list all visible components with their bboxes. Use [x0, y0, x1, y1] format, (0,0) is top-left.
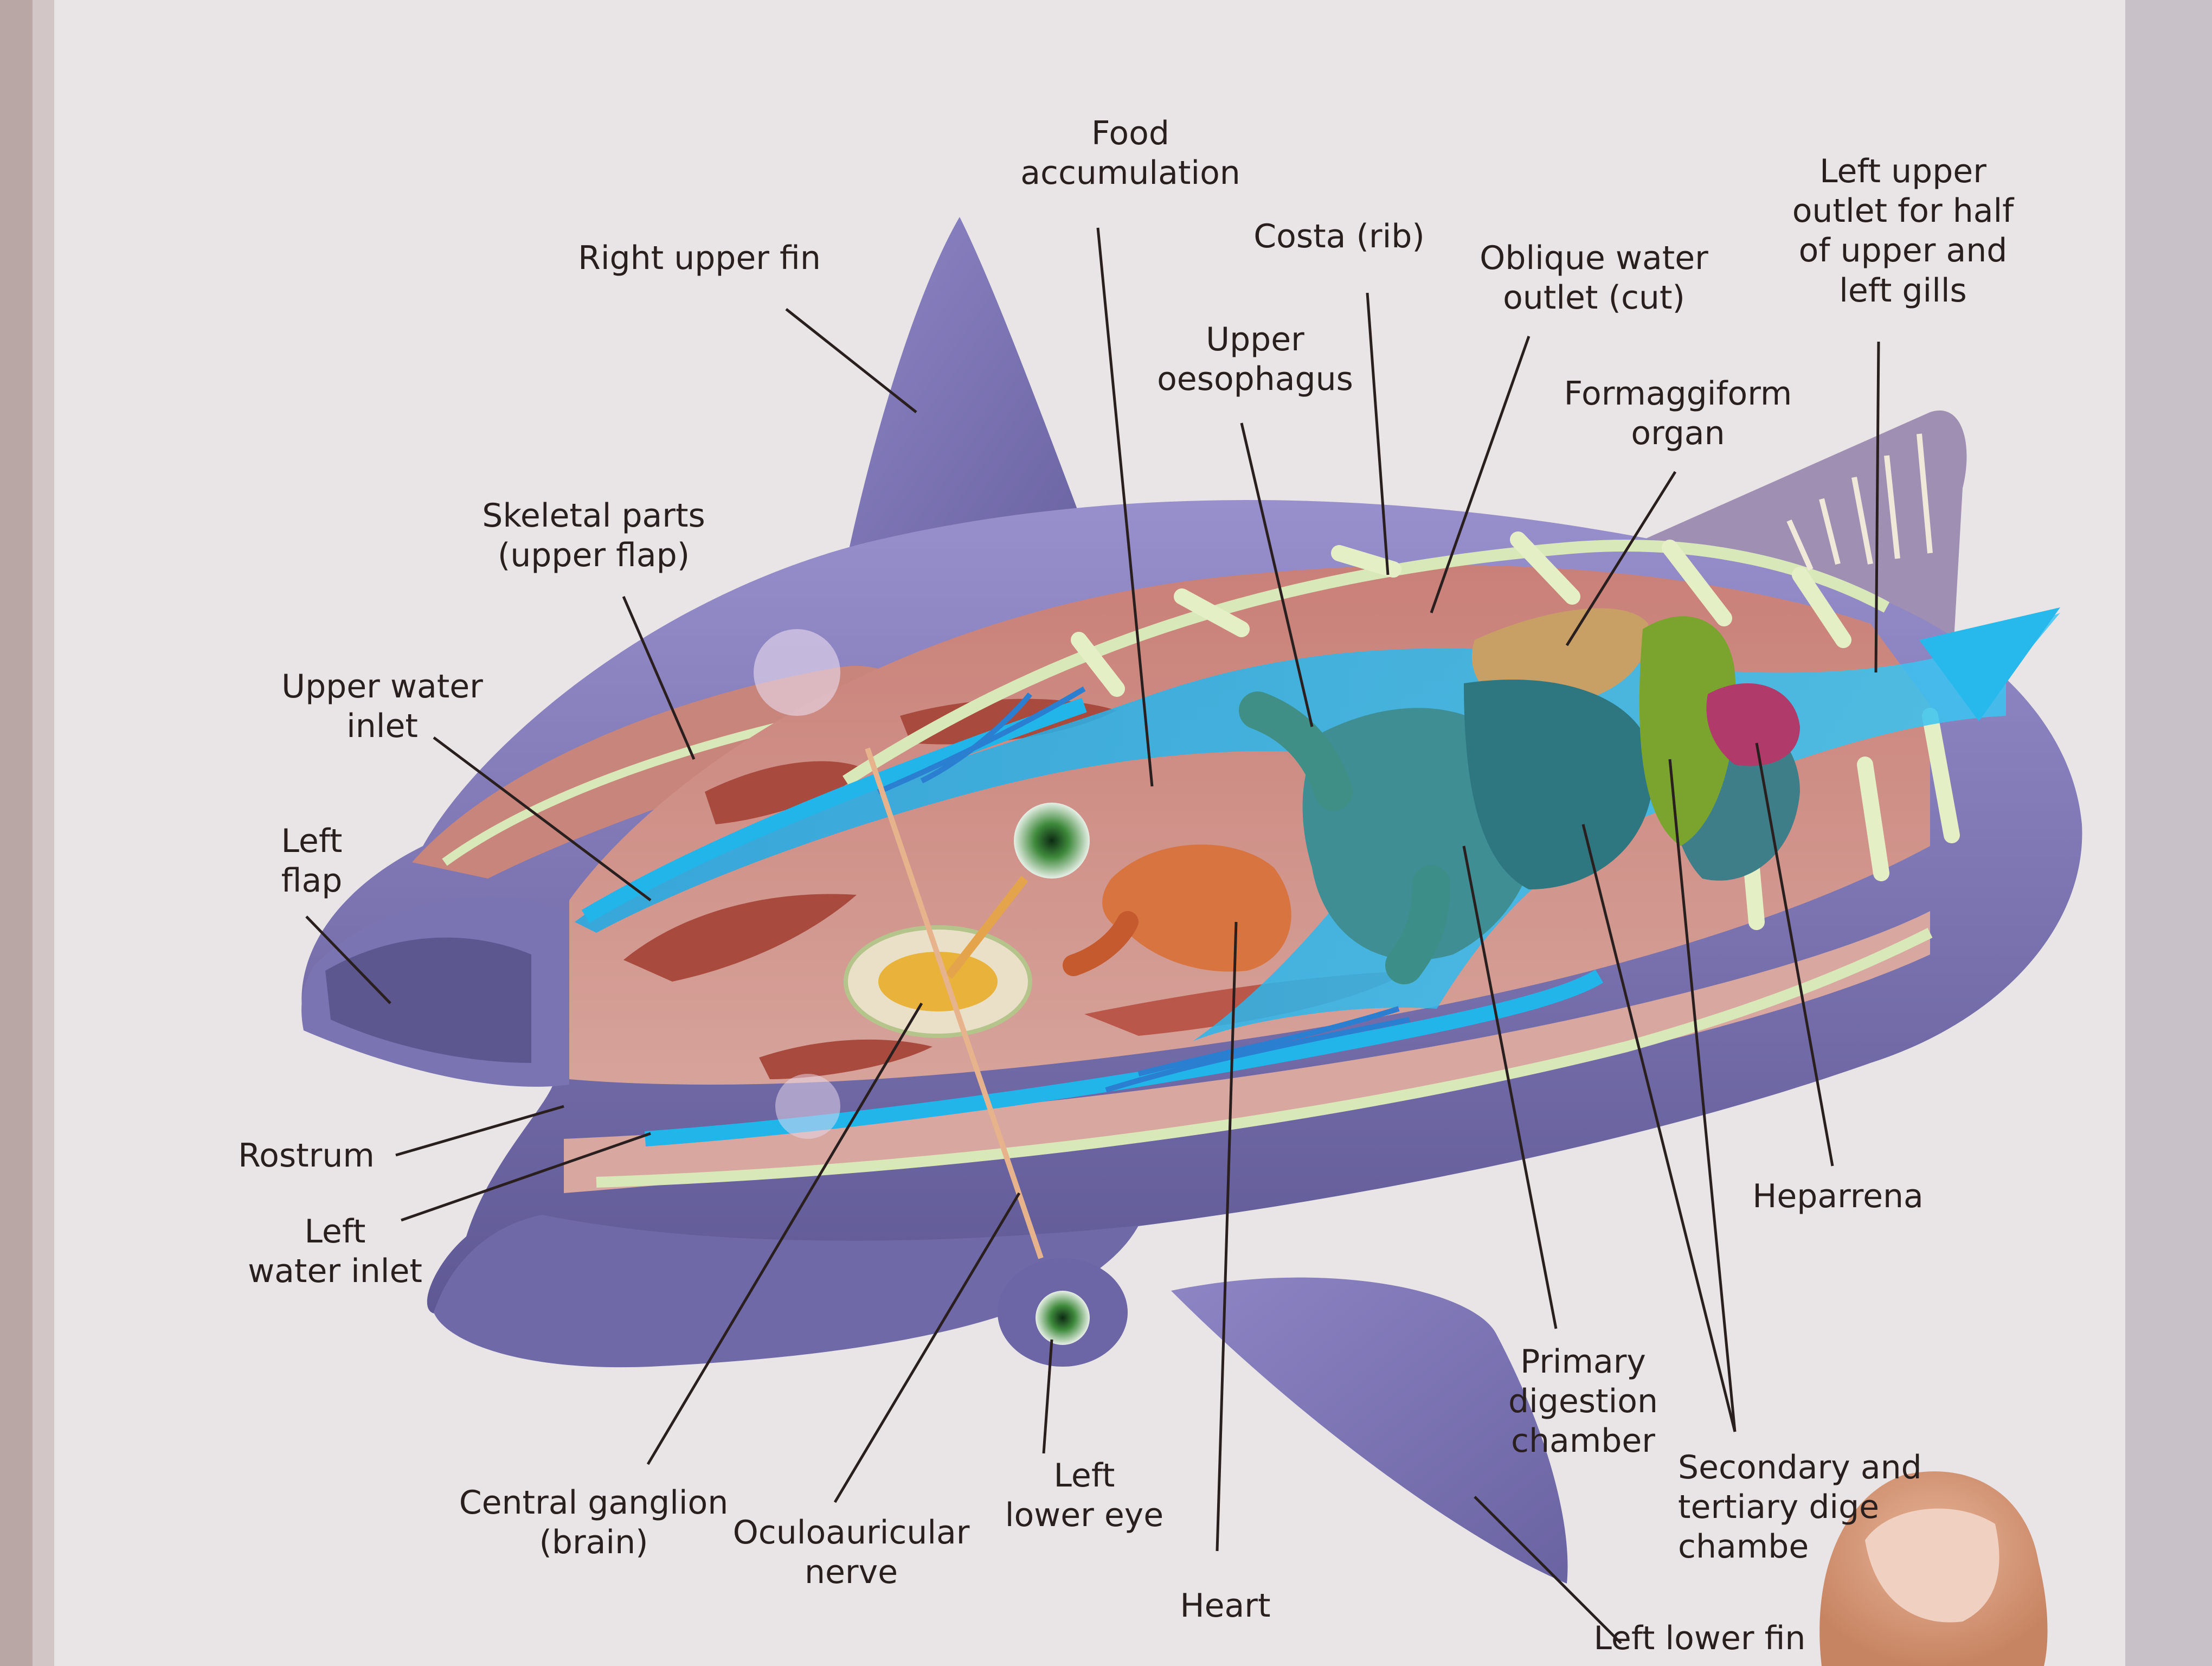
leader-heparrena	[1755, 742, 1834, 1167]
label-oblique-water-outlet: Oblique water outlet (cut)	[1480, 239, 1708, 317]
lower-lobe	[434, 1215, 1139, 1368]
heparrena-organ	[1706, 683, 1800, 766]
leader-upper-oesophagus	[1240, 422, 1314, 727]
muscle-block	[759, 1039, 933, 1079]
leader-left-lower-fin	[1474, 1496, 1622, 1644]
label-oculoauricular-nerve: Oculoauricular nerve	[732, 1514, 970, 1592]
flow-arrow-head	[1919, 607, 2060, 721]
leader-left-water-inlet	[401, 1132, 651, 1222]
heart-organ	[1102, 844, 1291, 972]
book-binding-edge	[0, 0, 33, 1666]
label-secondary-tertiary-chambers: Secondary and tertiary dige chambe	[1678, 1449, 1922, 1566]
leader-skeletal-parts	[622, 596, 696, 760]
leader-left-flap	[305, 915, 391, 1004]
label-rostrum: Rostrum	[238, 1137, 375, 1175]
page-edge	[2125, 0, 2212, 1666]
muscle-block	[705, 761, 867, 824]
lower-cavity	[564, 911, 1930, 1193]
secondary-digestion-chamber	[1464, 680, 1654, 889]
upper-oesophagus-tube	[1239, 691, 1353, 811]
outlet-tube	[1385, 865, 1450, 984]
blood-vessels	[877, 686, 1410, 1093]
label-left-lower-fin: Left lower fin	[1593, 1619, 1806, 1657]
label-left-water-inlet: Left water inlet	[248, 1213, 422, 1291]
lower-inlet-bubble	[775, 1074, 840, 1139]
label-primary-digestion-chamber: Primary digestion chamber	[1508, 1343, 1658, 1460]
leader-oculoauricular-nerve	[833, 1192, 1021, 1503]
leader-heart	[1216, 921, 1238, 1552]
leader-lines	[305, 227, 1880, 1644]
leader-left-lower-eye	[1042, 1339, 1053, 1454]
leader-secondary-1	[1581, 824, 1737, 1432]
left-lower-eye	[1036, 1291, 1090, 1345]
label-heparrena: Heparrena	[1752, 1177, 1924, 1215]
leader-formaggiform-organ	[1565, 471, 1677, 646]
label-heart: Heart	[1180, 1587, 1271, 1625]
leader-central-ganglion	[646, 1002, 923, 1465]
tail-rib-lines	[1786, 433, 1933, 571]
green-organ	[1639, 616, 1736, 846]
oculoauricular-nerve-line	[865, 747, 1044, 1259]
spine-upper	[843, 540, 1890, 786]
costa-ribs	[1071, 531, 1960, 930]
label-food-accumulation: Food accumulation	[1020, 114, 1240, 193]
leader-rostrum	[395, 1105, 564, 1157]
label-skeletal-parts: Skeletal parts (upper flap)	[482, 497, 705, 575]
right-upper-fin	[846, 217, 1090, 564]
left-lower-fin	[1171, 1277, 1568, 1584]
label-formaggiform-organ: Formaggiform organ	[1564, 375, 1792, 453]
leader-oblique-water-outlet	[1430, 336, 1531, 613]
upper-inlet-bubble	[754, 629, 840, 716]
label-costa-rib: Costa (rib)	[1253, 217, 1425, 255]
leader-food-accumulation	[1096, 227, 1154, 787]
label-left-lower-eye: Left lower eye	[1005, 1457, 1164, 1535]
label-right-upper-fin: Right upper fin	[578, 239, 821, 277]
label-central-ganglion: Central ganglion (brain)	[459, 1484, 729, 1562]
label-upper-oesophagus: Upper oesophagus	[1157, 321, 1353, 399]
leader-right-upper-fin	[785, 308, 917, 413]
fingernail	[1865, 1508, 1999, 1623]
muscle-block	[623, 894, 857, 982]
label-left-flap: Left flap	[281, 822, 343, 900]
label-upper-water-inlet: Upper water inlet	[281, 668, 483, 746]
leader-secondary-2	[1668, 759, 1737, 1432]
leader-upper-water-inlet	[433, 736, 652, 901]
leader-left-upper-outlet	[1874, 341, 1880, 673]
leader-primary-digestion	[1462, 845, 1558, 1329]
upper-eye	[1014, 803, 1090, 879]
leader-costa-rib	[1366, 292, 1390, 575]
spine-lower	[596, 928, 1933, 1188]
label-left-upper-outlet: Left upper outlet for half of upper and …	[1792, 152, 2014, 310]
